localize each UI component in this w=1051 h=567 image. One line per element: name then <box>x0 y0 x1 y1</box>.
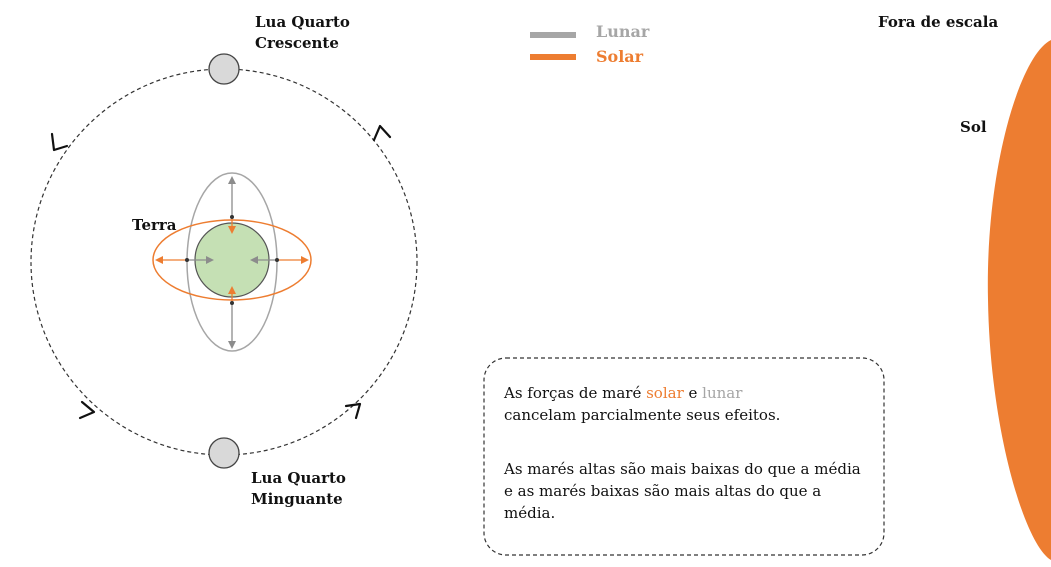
out-of-scale-label: Fora de escala <box>878 13 999 31</box>
moon-first-quarter <box>208 53 240 85</box>
orbit-arrow-icon-bottom-right <box>344 402 362 420</box>
sun-label: Sol <box>960 118 987 136</box>
note-line2: cancelam parcialmente seus efeitos. <box>504 406 781 424</box>
legend-lunar-label: Lunar <box>596 22 650 41</box>
note-box-border <box>483 357 885 556</box>
legend-lunar-swatch <box>530 32 576 38</box>
moon-bottom-label-line2: Minguante <box>251 490 343 508</box>
moon-last-quarter <box>208 437 240 469</box>
orbit-arrow-icon-top-left <box>50 132 69 152</box>
force-origin-dots <box>185 215 279 305</box>
note-line1-mid: e <box>683 384 703 402</box>
orbit-arrow-icon-top-right <box>372 124 392 142</box>
note-solar-word: solar <box>646 384 684 402</box>
moon-top-label-line1: Lua Quarto <box>255 13 350 31</box>
moon-bottom-label-line1: Lua Quarto <box>251 469 346 487</box>
note-box: As forças de maré solar e lunar cancelam… <box>484 358 884 555</box>
note-line1-prefix: As forças de maré <box>504 384 647 402</box>
sun-shape <box>987 40 1051 560</box>
earth-label: Terra <box>132 216 177 234</box>
moon-bottom-label: Lua Quarto Minguante <box>251 468 346 510</box>
legend-solar-label: Solar <box>596 47 644 66</box>
moon-top-label-line2: Crescente <box>255 34 339 52</box>
legend-solar-swatch <box>530 54 576 60</box>
lunar-force-arrows <box>187 176 277 349</box>
note-lunar-word: lunar <box>702 384 743 402</box>
moon-top-label: Lua Quarto Crescente <box>255 12 350 54</box>
note-paragraph-2: As marés altas são mais baixas do que a … <box>504 460 861 522</box>
orbit-arrow-icon-bottom-left <box>78 400 96 420</box>
note-paragraph-1: As forças de maré solar e lunar cancelam… <box>504 382 874 426</box>
